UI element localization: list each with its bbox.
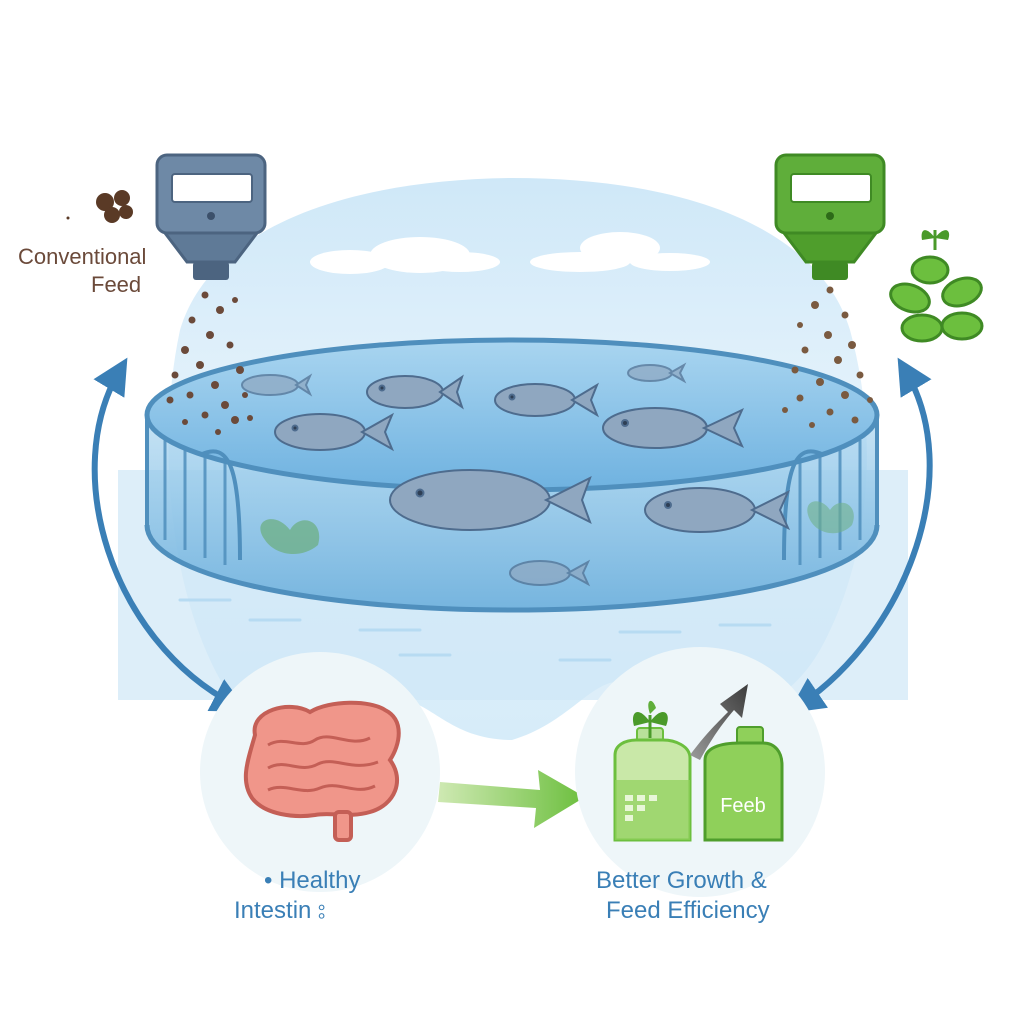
green-flow-arrow xyxy=(438,770,585,828)
right-cycle-arrow xyxy=(788,357,933,714)
feed-pellets-icon xyxy=(66,190,133,223)
better-growth-label: Better Growth & Feed Efficiency xyxy=(596,866,770,926)
right-feed-dispenser-icon xyxy=(774,153,886,280)
conventional-feed-label: Conventional Feed xyxy=(18,243,146,298)
fish-4 xyxy=(602,407,745,449)
growth-panel xyxy=(575,647,825,897)
better-growth-label-line1: Better Growth & xyxy=(596,867,767,894)
better-growth-label-line2: Feed Efficiency xyxy=(606,897,770,924)
growth-arrow-icon xyxy=(690,684,748,760)
fish-9 xyxy=(627,362,687,384)
conventional-feed-label-line2: Feed xyxy=(91,271,142,297)
feed-bottles-icon: Feeb xyxy=(613,700,784,842)
clouds xyxy=(310,232,710,274)
left-cycle-arrow xyxy=(91,357,248,712)
fish-1 xyxy=(274,412,395,452)
fish-6 xyxy=(644,487,791,533)
fish-group xyxy=(241,362,791,587)
healthy-intestine-label-line1: • Healthy xyxy=(264,867,361,894)
fish-3 xyxy=(494,382,600,418)
plant-leaves-icon xyxy=(889,230,984,343)
fish-5 xyxy=(389,469,592,531)
bottle-label: Feeb xyxy=(720,795,766,817)
fish-7 xyxy=(509,559,591,587)
fish-pen-icon xyxy=(144,337,880,613)
left-feed-dispenser-icon xyxy=(155,153,267,280)
healthy-intestine-label-line2: Intestin ⦂ xyxy=(234,897,326,924)
fish-2 xyxy=(366,374,464,410)
intestine-icon xyxy=(243,700,401,842)
fish-8 xyxy=(241,373,313,397)
healthy-intestine-label: • Healthy Intestin ⦂ xyxy=(234,866,360,926)
conventional-feed-label-line1: Conventional xyxy=(18,244,147,269)
